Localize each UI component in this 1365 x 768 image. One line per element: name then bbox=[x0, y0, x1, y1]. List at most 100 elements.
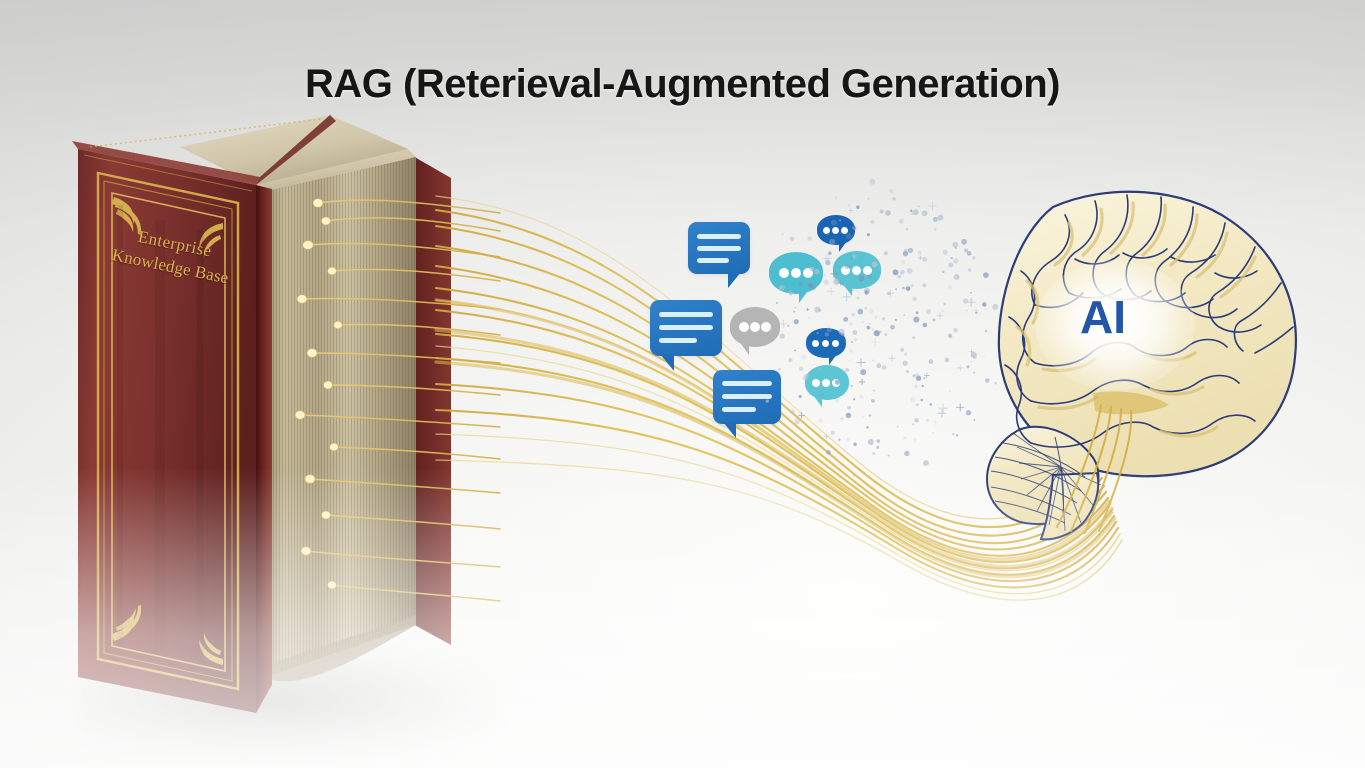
particle bbox=[814, 306, 821, 313]
particle bbox=[858, 394, 864, 400]
particle bbox=[903, 314, 906, 317]
particle bbox=[921, 384, 924, 388]
particle bbox=[879, 330, 882, 334]
particle bbox=[853, 337, 858, 342]
particle bbox=[874, 315, 878, 319]
particle bbox=[890, 324, 895, 330]
particle bbox=[779, 333, 785, 339]
brain-gold-band bbox=[1093, 391, 1169, 415]
particle bbox=[913, 316, 920, 323]
book-top-edge bbox=[256, 149, 416, 191]
particle bbox=[861, 320, 865, 324]
particle bbox=[798, 366, 804, 372]
bubble-blue-1-line-2 bbox=[697, 246, 741, 251]
particle bbox=[896, 425, 899, 428]
bubble-teal-2-dot-3 bbox=[863, 265, 872, 275]
bubble-navy-2-dot-1 bbox=[812, 339, 819, 347]
particle bbox=[915, 403, 919, 407]
particle bbox=[898, 218, 904, 224]
particle bbox=[888, 354, 896, 362]
bubble-gray-1-dot-2 bbox=[750, 322, 760, 332]
particle bbox=[895, 288, 897, 291]
particle bbox=[868, 414, 872, 417]
particle bbox=[915, 311, 919, 315]
particle bbox=[903, 436, 907, 440]
particle bbox=[839, 416, 845, 421]
particle bbox=[894, 318, 898, 322]
bubble-navy-2-dot-3 bbox=[832, 339, 839, 347]
particle bbox=[885, 210, 891, 216]
particle bbox=[907, 247, 914, 254]
bubble-blue-2-line-3 bbox=[659, 338, 697, 343]
particle bbox=[817, 308, 822, 312]
particle bbox=[864, 290, 869, 295]
particle bbox=[897, 274, 902, 279]
page-title: RAG (Reterieval-Augmented Generation) bbox=[305, 62, 1060, 106]
particle bbox=[794, 418, 801, 425]
particle bbox=[794, 306, 797, 309]
bubble-teal-1-dot-1 bbox=[779, 268, 789, 278]
bubble-navy-2 bbox=[806, 328, 846, 365]
particle bbox=[904, 450, 910, 457]
bubble-gray-1-dot-3 bbox=[761, 322, 771, 332]
particle bbox=[779, 319, 788, 329]
bubble-navy-1-dot-2 bbox=[832, 226, 839, 234]
bubble-gray-1-tail bbox=[739, 341, 749, 355]
bubble-navy-1-dot-3 bbox=[841, 226, 848, 234]
particle bbox=[856, 358, 866, 367]
particle bbox=[856, 205, 860, 209]
particle bbox=[849, 321, 853, 326]
brain-svg bbox=[985, 190, 1297, 541]
book-fiber-strands bbox=[294, 198, 501, 602]
particle bbox=[912, 374, 916, 378]
particle bbox=[892, 269, 899, 276]
bubble-navy-1-dot-1 bbox=[823, 226, 830, 234]
bubble-blue-2-line-1 bbox=[659, 312, 713, 317]
bubble-navy-2-dot-2 bbox=[822, 339, 829, 347]
particle bbox=[905, 370, 909, 374]
particle bbox=[845, 412, 852, 419]
particle bbox=[869, 178, 876, 185]
particle bbox=[846, 437, 851, 442]
bubble-teal-1-dot-2 bbox=[791, 268, 801, 278]
particle bbox=[851, 340, 853, 343]
bubble-navy-1 bbox=[817, 215, 855, 252]
particle bbox=[807, 236, 812, 241]
bubble-blue-3-line-1 bbox=[722, 381, 772, 386]
bubble-teal-2 bbox=[833, 251, 881, 296]
particle bbox=[876, 445, 880, 449]
particle bbox=[790, 409, 795, 414]
bubble-teal-1 bbox=[769, 252, 823, 303]
particle bbox=[852, 330, 858, 335]
particle bbox=[847, 203, 851, 207]
particle bbox=[902, 360, 908, 366]
particle bbox=[903, 248, 908, 253]
bubble-blue-3-line-2 bbox=[722, 394, 772, 399]
particle bbox=[917, 251, 922, 255]
bubble-teal-3-dot-3 bbox=[832, 378, 840, 387]
particle bbox=[912, 209, 919, 216]
particle bbox=[906, 228, 909, 231]
bubble-gray-1-dot-1 bbox=[739, 322, 749, 332]
ai-label: AI bbox=[1080, 291, 1126, 343]
particle bbox=[915, 373, 919, 377]
particle bbox=[913, 383, 919, 389]
particle bbox=[909, 209, 913, 213]
particle bbox=[794, 349, 797, 352]
particle bbox=[873, 330, 880, 337]
particle bbox=[872, 359, 875, 362]
particle bbox=[834, 196, 837, 199]
particle bbox=[887, 454, 891, 457]
particle bbox=[798, 394, 802, 399]
fiber-tip-dots bbox=[294, 198, 343, 590]
particle bbox=[853, 398, 856, 401]
particle bbox=[883, 251, 888, 256]
bubble-blue-1 bbox=[688, 222, 750, 288]
bubble-teal-2-dot-1 bbox=[841, 265, 850, 275]
particle bbox=[902, 251, 909, 257]
particle bbox=[904, 352, 908, 356]
bubble-gray-1 bbox=[730, 307, 780, 355]
particle bbox=[867, 197, 870, 200]
particle bbox=[848, 359, 851, 362]
